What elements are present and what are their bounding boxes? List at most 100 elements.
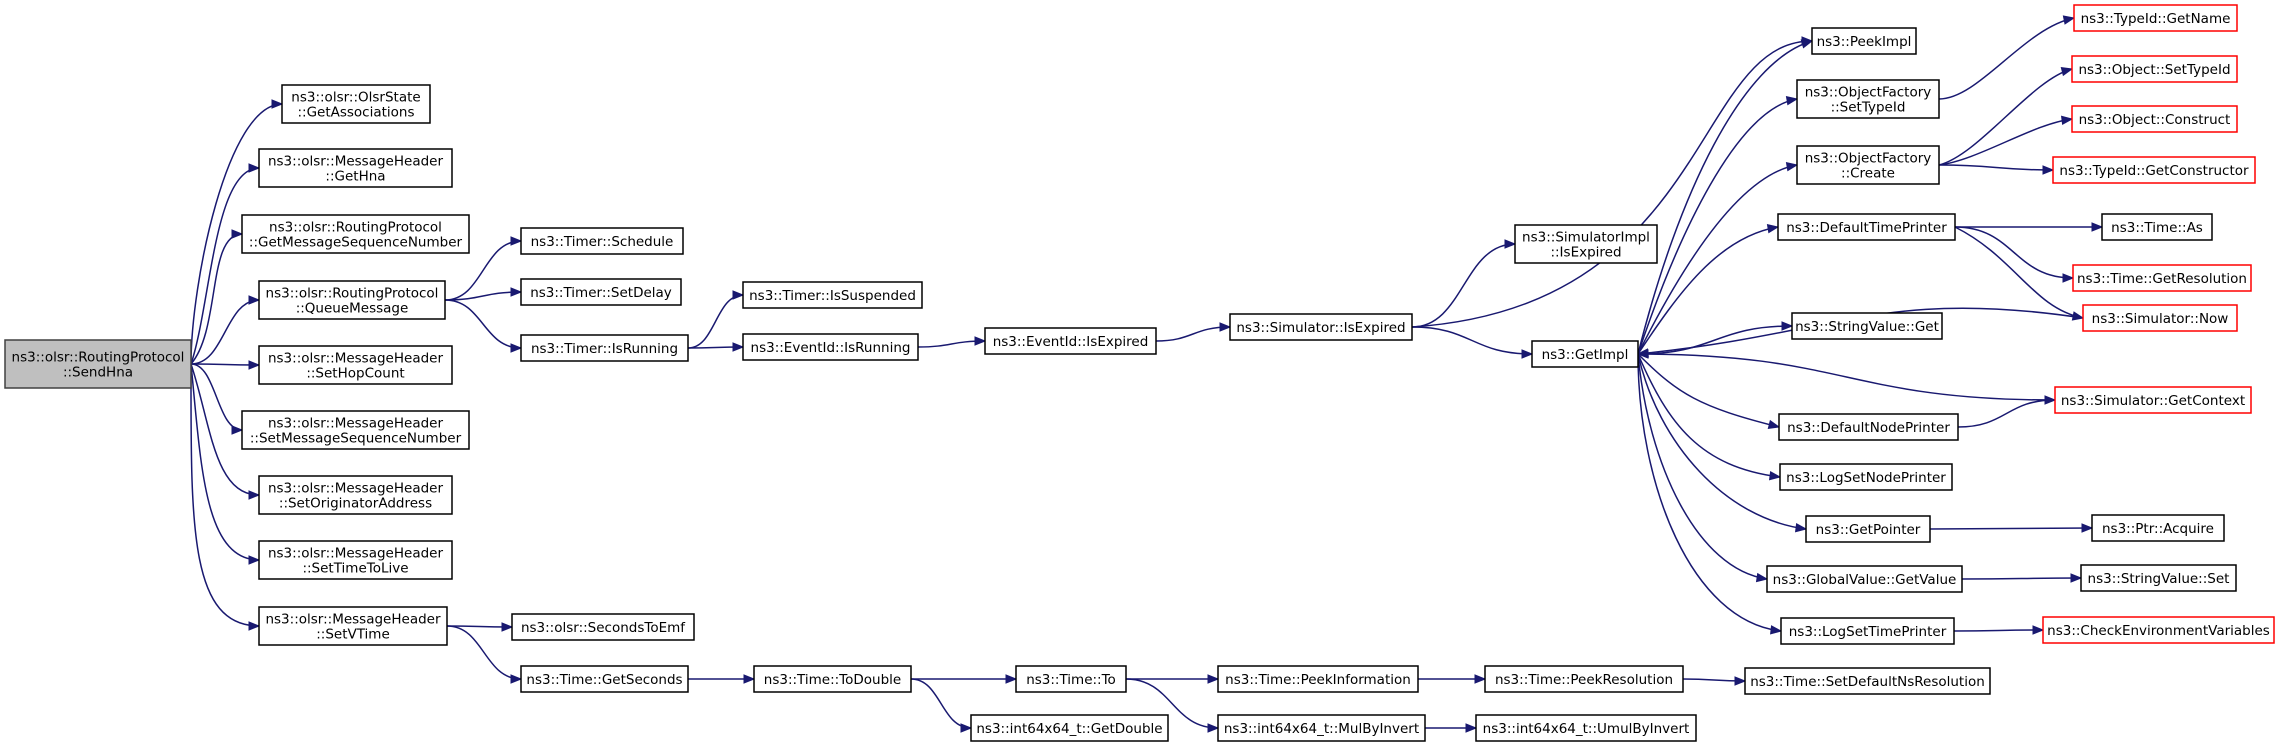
node-getseconds[interactable]: ns3::Time::GetSeconds: [520, 665, 689, 693]
node-label: ::SetVTime: [316, 627, 390, 643]
node-box: [4, 339, 192, 389]
node-box: [984, 327, 1157, 355]
node-timeas[interactable]: ns3::Time::As: [2101, 213, 2213, 241]
node-sethop[interactable]: ns3::olsr::MessageHeader::SetHopCount: [258, 345, 453, 385]
node-logsetnodeprinter[interactable]: ns3::LogSetNodePrinter: [1779, 463, 1953, 491]
node-setvtime[interactable]: ns3::olsr::MessageHeader::SetVTime: [258, 606, 448, 646]
node-label: ns3::Timer::IsRunning: [531, 341, 678, 357]
node-label: ns3::Time::ToDouble: [764, 672, 901, 688]
edge-arrowhead: [2060, 115, 2074, 126]
node-simisexpired[interactable]: ns3::Simulator::IsExpired: [1229, 313, 1413, 341]
node-logsettimeprinter[interactable]: ns3::LogSetTimePrinter: [1780, 617, 1955, 645]
node-box: [1229, 313, 1413, 341]
edge-arrowhead: [732, 342, 745, 352]
edge-gvgetvalue-to-stringvalueset: [1961, 573, 2083, 583]
edge-arrowhead: [1207, 674, 1220, 684]
node-box: [258, 148, 453, 188]
edge-todouble-to-timeto: [911, 674, 1018, 684]
node-box: [2052, 156, 2256, 184]
node-deftimeprinter[interactable]: ns3::DefaultTimePrinter: [1777, 213, 1956, 241]
edge-arrowhead: [2070, 573, 2083, 583]
node-box: [2080, 564, 2237, 592]
node-ptracquire[interactable]: ns3::Ptr::Acquire: [2091, 514, 2225, 542]
node-gvgetvalue[interactable]: ns3::GlobalValue::GetValue: [1766, 565, 1963, 593]
node-setmsgseq[interactable]: ns3::olsr::MessageHeader::SetMessageSequ…: [241, 410, 470, 450]
node-box: [2054, 386, 2252, 414]
node-peekinfo[interactable]: ns3::Time::PeekInformation: [1217, 665, 1419, 693]
node-label: ::IsExpired: [1550, 245, 1621, 261]
node-setdefaultns[interactable]: ns3::Time::SetDefaultNsResolution: [1744, 667, 1991, 695]
node-box: [1217, 665, 1419, 693]
node-box: [2091, 514, 2225, 542]
edge-simgetctx-to-getimpl: [1636, 349, 2056, 401]
edge-arrowhead: [1785, 96, 1799, 106]
edge-arrowhead: [1781, 321, 1794, 331]
edge-arrowhead: [510, 236, 523, 246]
node-sendhna[interactable]: ns3::olsr::RoutingProtocol::SendHna: [4, 339, 192, 389]
node-todouble[interactable]: ns3::Time::ToDouble: [753, 665, 912, 693]
node-label: ns3::Timer::Schedule: [531, 234, 674, 250]
node-getassoc[interactable]: ns3::olsr::OlsrState::GetAssociations: [281, 84, 431, 124]
node-getmsgseq[interactable]: ns3::olsr::RoutingProtocol::GetMessageSe…: [241, 214, 470, 254]
node-label: ns3::olsr::MessageHeader: [265, 612, 441, 628]
node-simimplisexpired[interactable]: ns3::SimulatorImpl::IsExpired: [1514, 224, 1658, 264]
edge-arrowhead: [1636, 349, 1649, 359]
node-mulbyinvert[interactable]: ns3::int64x64_t::MulByInvert: [1217, 714, 1426, 742]
node-simgetctx[interactable]: ns3::Simulator::GetContext: [2054, 386, 2252, 414]
node-box: [753, 665, 912, 693]
node-setttl[interactable]: ns3::olsr::MessageHeader::SetTimeToLive: [258, 540, 453, 580]
edge-arrowhead: [2081, 523, 2094, 533]
node-setorig[interactable]: ns3::olsr::MessageHeader::SetOriginatorA…: [258, 475, 453, 515]
node-peekimpl[interactable]: ns3::PeekImpl: [1811, 27, 1917, 55]
node-stringvalueset[interactable]: ns3::StringValue::Set: [2080, 564, 2237, 592]
node-label: ns3::Simulator::IsExpired: [1236, 320, 1405, 336]
node-issuspended[interactable]: ns3::Timer::IsSuspended: [742, 281, 923, 309]
edge-mulbyinvert-to-umulbyinvert: [1425, 723, 1478, 733]
node-peekres[interactable]: ns3::Time::PeekResolution: [1484, 665, 1684, 693]
edge-arrowhead: [1767, 419, 1781, 430]
node-simnow[interactable]: ns3::Simulator::Now: [2082, 304, 2238, 332]
node-getdouble[interactable]: ns3::int64x64_t::GetDouble: [970, 714, 1169, 742]
node-label: ns3::LogSetNodePrinter: [1786, 470, 1946, 486]
node-box: [1475, 714, 1697, 742]
edge-timeto-to-mulbyinvert: [1125, 678, 1220, 733]
edge-getpointer-to-ptracquire: [1929, 523, 2094, 533]
node-ofcreate[interactable]: ns3::ObjectFactory::Create: [1796, 145, 1940, 185]
edge-arrowhead: [1207, 723, 1220, 733]
node-getimpl[interactable]: ns3::GetImpl: [1531, 340, 1639, 368]
node-queuemsg[interactable]: ns3::olsr::RoutingProtocol::QueueMessage: [258, 280, 446, 320]
node-ofsettypeid[interactable]: ns3::ObjectFactory::SetTypeId: [1796, 79, 1940, 119]
node-box: [1796, 79, 1940, 119]
node-umulbyinvert[interactable]: ns3::int64x64_t::UmulByInvert: [1475, 714, 1697, 742]
node-stringvalueget[interactable]: ns3::StringValue::Get: [1791, 312, 1943, 340]
node-label: ns3::int64x64_t::MulByInvert: [1224, 721, 1419, 737]
edge-arrowhead: [271, 99, 284, 109]
node-schedule[interactable]: ns3::Timer::Schedule: [520, 227, 684, 255]
edge-simisexpired-to-peekimpl: [1411, 36, 1814, 328]
node-evisexpired[interactable]: ns3::EventId::IsExpired: [984, 327, 1157, 355]
node-timegetres[interactable]: ns3::Time::GetResolution: [2072, 264, 2252, 292]
edge-evisexpired-to-simisexpired: [1155, 322, 1232, 342]
node-gethna[interactable]: ns3::olsr::MessageHeader::GetHna: [258, 148, 453, 188]
edge-arrowhead: [1734, 676, 1747, 686]
node-box: [2071, 105, 2238, 133]
node-setdelay[interactable]: ns3::Timer::SetDelay: [520, 278, 682, 306]
node-evisrunning[interactable]: ns3::EventId::IsRunning: [742, 333, 919, 361]
node-timeto[interactable]: ns3::Time::To: [1015, 665, 1127, 693]
node-secondstoemf[interactable]: ns3::olsr::SecondsToEmf: [511, 613, 695, 641]
node-objconstruct[interactable]: ns3::Object::Construct: [2071, 105, 2238, 133]
node-box: [511, 613, 695, 641]
node-objsettypeid[interactable]: ns3::Object::SetTypeId: [2071, 55, 2238, 83]
edge-getimpl-to-stringvalueget: [1637, 321, 1794, 355]
node-checkenv[interactable]: ns3::CheckEnvironmentVariables: [2042, 616, 2275, 644]
node-getpointer[interactable]: ns3::GetPointer: [1805, 515, 1931, 543]
node-box: [241, 214, 470, 254]
node-typeidgetctor[interactable]: ns3::TypeId::GetConstructor: [2052, 156, 2256, 184]
node-box: [1514, 224, 1658, 264]
node-box: [2101, 213, 2213, 241]
node-isrunning[interactable]: ns3::Timer::IsRunning: [520, 334, 689, 362]
node-typeidgetname[interactable]: ns3::TypeId::GetName: [2073, 4, 2238, 32]
edge-sendhna-to-gethna: [190, 163, 261, 365]
node-defnodeprinter[interactable]: ns3::DefaultNodePrinter: [1778, 413, 1959, 441]
edge-peekinfo-to-peekres: [1418, 674, 1487, 684]
